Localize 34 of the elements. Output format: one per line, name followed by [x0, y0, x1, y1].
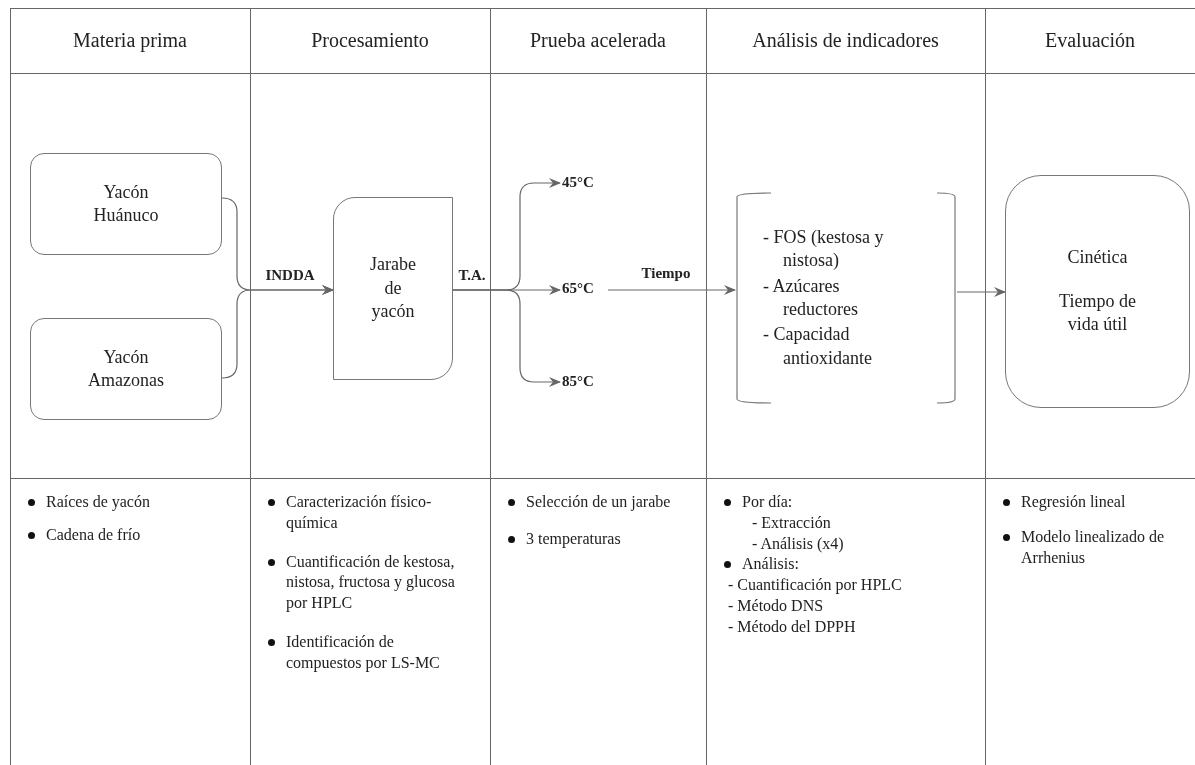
sub-item: - Análisis (x4) — [752, 533, 844, 555]
bullet-item: Análisis: — [742, 554, 799, 575]
bullet-item: Identificación de compuestos por LS-MC — [286, 632, 441, 674]
result-box: Cinética Tiempo de vida útil — [1005, 175, 1190, 408]
process-box: Yacón Amazonas — [30, 318, 222, 420]
bullet-item: Cuantificación de kestosa, nistosa, fructosa y glucosa por HPLC — [286, 551, 456, 614]
column-header: Prueba acelerada — [530, 29, 666, 52]
column-header: Materia prima — [73, 29, 187, 52]
temperature-label: 65°C — [562, 279, 608, 299]
arrow — [956, 287, 1006, 297]
sub-item: - Método DNS — [728, 596, 824, 616]
column-header: Evaluación — [1045, 29, 1135, 52]
bullet-item: Selección de un jarabe — [526, 492, 671, 513]
process-box: Yacón Huánuco — [30, 153, 222, 255]
sub-item: - Extracción — [752, 512, 831, 533]
bullet-item: Por día: — [742, 492, 793, 512]
bullet-item: Cadena de frío — [46, 524, 141, 545]
bullet-item: Regresión lineal — [1021, 492, 1126, 513]
temperature-label: 45°C — [562, 173, 608, 193]
sub-item: - Método del DPPH — [728, 616, 856, 637]
bullet-item: Raíces de yacón — [46, 492, 150, 513]
arrow — [607, 285, 736, 295]
bullet-item: Caracterización físico-química — [286, 492, 433, 534]
temperature-label: 85°C — [562, 372, 608, 392]
arrow — [452, 289, 561, 387]
arrow — [221, 285, 334, 379]
edge-label: Tiempo — [639, 265, 693, 282]
process-box: Jarabe de yacón — [333, 197, 453, 380]
sub-item: - Cuantificación por HPLC — [728, 575, 902, 596]
bullet-item: Modelo linealizado de Arrhenius — [1021, 526, 1166, 568]
bullet-item: 3 temperaturas — [526, 528, 621, 550]
column-header: Procesamiento — [311, 29, 429, 52]
column-header: Análisis de indicadores — [752, 29, 939, 52]
bracketed-list: - FOS (kestosa y nistosa) - Azúcares reductores - Capacidad antioxidante — [735, 193, 957, 403]
